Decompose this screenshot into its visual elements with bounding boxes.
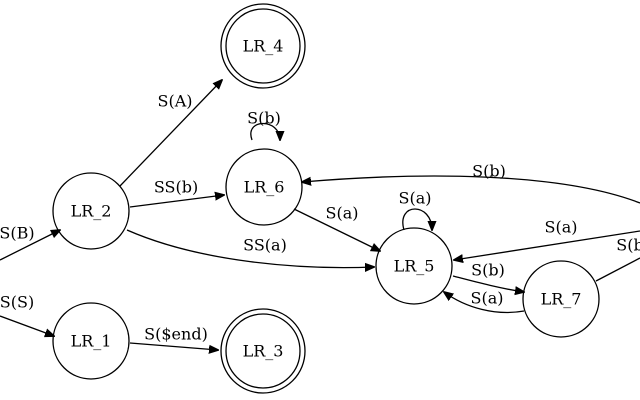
edge-label-lr6-lr5: S(a): [326, 204, 359, 223]
edge-label-offscreen-lr5: S(a): [545, 218, 578, 237]
state-lr-4-outer-ring: [220, 3, 306, 89]
state-lr-4: LR_4: [220, 3, 306, 89]
edge-label-lr2-lr4: S(A): [158, 92, 193, 111]
edge-label-offscreen-partial: S(b: [616, 236, 640, 255]
edge-lr5-self-loop: [402, 208, 432, 230]
state-lr-6-circle: [225, 148, 303, 226]
state-lr-6-label: LR_6: [244, 178, 285, 197]
edge-label-start-s: S(S): [0, 293, 34, 312]
edge-lr6-self-loop: [250, 122, 280, 141]
edge-offscreen-to-lr5: [454, 230, 640, 260]
edge-label-lr5-lr7: S(b): [471, 261, 505, 280]
edge-lr2-to-lr5: [126, 229, 374, 268]
state-lr-3-label: LR_3: [243, 342, 284, 361]
edge-lr7-to-lr5: [444, 292, 525, 314]
state-lr-3: LR_3: [220, 308, 306, 394]
state-lr-7-label: LR_7: [541, 290, 582, 309]
edge-start-to-lr1: [0, 315, 54, 336]
edge-lr1-to-lr3: [129, 342, 218, 350]
edge-label-lr6-self: S(b): [247, 109, 281, 128]
state-lr-1: LR_1: [52, 302, 130, 380]
state-lr-7: LR_7: [522, 260, 600, 338]
edge-lr2-to-lr4: [119, 80, 222, 187]
edge-lr6-to-lr5: [293, 208, 380, 251]
state-lr-2: LR_2: [52, 172, 130, 250]
edge-label-lr7-lr5: S(a): [471, 289, 504, 308]
state-lr-7-circle: [522, 260, 600, 338]
edge-label-lr5-self: S(a): [399, 189, 432, 208]
state-lr-4-inner-ring: [225, 8, 301, 84]
state-lr-6: LR_6: [225, 148, 303, 226]
edge-label-start-b: S(B): [0, 224, 35, 243]
edge-label-lr1-lr3: S($end): [144, 325, 208, 344]
state-lr-3-outer-ring: [220, 308, 306, 394]
state-lr-5-circle: [375, 227, 453, 305]
edge-lr5-to-lr7: [452, 275, 524, 292]
state-lr-3-inner-ring: [225, 313, 301, 389]
edge-start-to-lr2: [0, 230, 60, 261]
state-lr-4-label: LR_4: [243, 37, 284, 56]
edge-label-lr2-lr6: SS(b): [154, 178, 198, 197]
state-lr-1-label: LR_1: [71, 332, 112, 351]
edge-lr2-to-lr6: [129, 195, 224, 208]
state-lr-1-circle: [52, 302, 130, 380]
edge-label-lr2-lr5: SS(a): [243, 236, 287, 255]
state-lr-2-circle: [52, 172, 130, 250]
edge-lr7-to-offscreen: [595, 257, 640, 282]
edge-label-offscreen-lr6: S(b): [472, 162, 506, 181]
state-lr-2-label: LR_2: [71, 202, 112, 221]
state-lr-5: LR_5: [375, 227, 453, 305]
edge-offscreen-to-lr6: [302, 175, 640, 204]
edges: [0, 80, 640, 350]
state-lr-5-label: LR_5: [394, 257, 435, 276]
edge-labels: S(S) S(B) S(A) SS(b) SS(a) S($end) S(b) …: [0, 92, 640, 344]
